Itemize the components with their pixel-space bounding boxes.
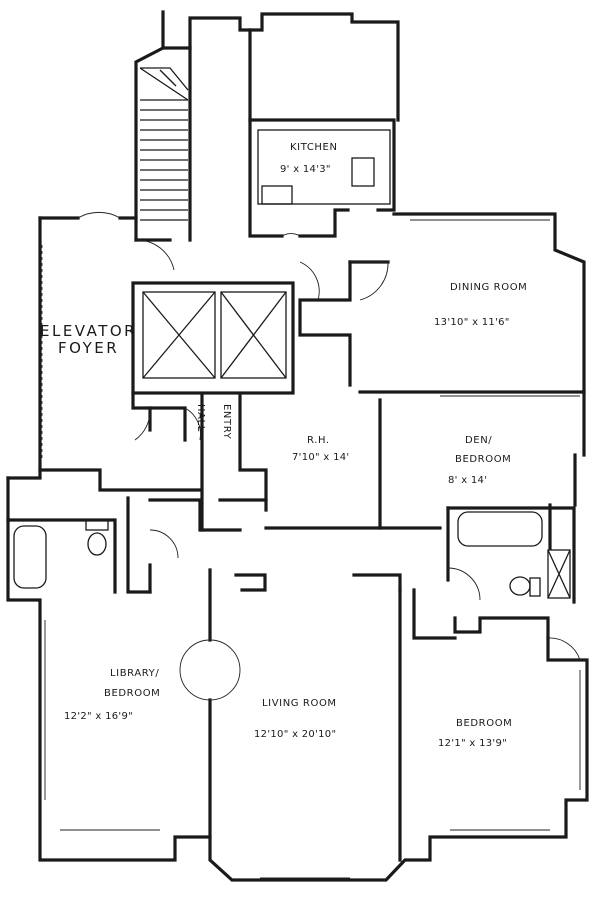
elevator-foyer-label-line2: FOYER bbox=[58, 339, 119, 357]
elevator-foyer-label-line1: ELEVATOR bbox=[40, 322, 137, 340]
kitchen-label: KITCHEN bbox=[290, 142, 338, 153]
library-label-line1: LIBRARY/ bbox=[110, 668, 159, 679]
rh-size: 7'10" x 14' bbox=[292, 452, 350, 463]
bedroom-label: BEDROOM bbox=[456, 718, 512, 729]
living-room-label: LIVING ROOM bbox=[262, 698, 337, 709]
exterior-walls bbox=[6, 10, 589, 882]
den-label-line1: DEN/ bbox=[465, 435, 492, 446]
entry-label: ENTRY bbox=[221, 404, 232, 440]
hall-label: HALL bbox=[195, 404, 206, 432]
staircase bbox=[139, 67, 189, 221]
windows bbox=[41, 219, 581, 879]
bathroom-fixtures bbox=[13, 511, 571, 599]
room-labels: KITCHEN 9' x 14'3" DINING ROOM 13'10" x … bbox=[40, 142, 527, 749]
living-room-size: 12'10" x 20'10" bbox=[254, 729, 336, 740]
dining-room-size: 13'10" x 11'6" bbox=[434, 317, 510, 328]
library-label-line2: BEDROOM bbox=[104, 688, 160, 699]
rh-label: R.H. bbox=[307, 435, 330, 446]
dining-room-label: DINING ROOM bbox=[450, 282, 527, 293]
elevator-shafts bbox=[142, 291, 287, 379]
door-swings bbox=[77, 211, 581, 701]
bedroom-size: 12'1" x 13'9" bbox=[438, 738, 507, 749]
den-size: 8' x 14' bbox=[448, 475, 487, 486]
kitchen-size: 9' x 14'3" bbox=[280, 164, 331, 175]
library-size: 12'2" x 16'9" bbox=[64, 711, 133, 722]
kitchen-fixtures bbox=[257, 129, 391, 205]
den-label-line2: BEDROOM bbox=[455, 454, 511, 465]
